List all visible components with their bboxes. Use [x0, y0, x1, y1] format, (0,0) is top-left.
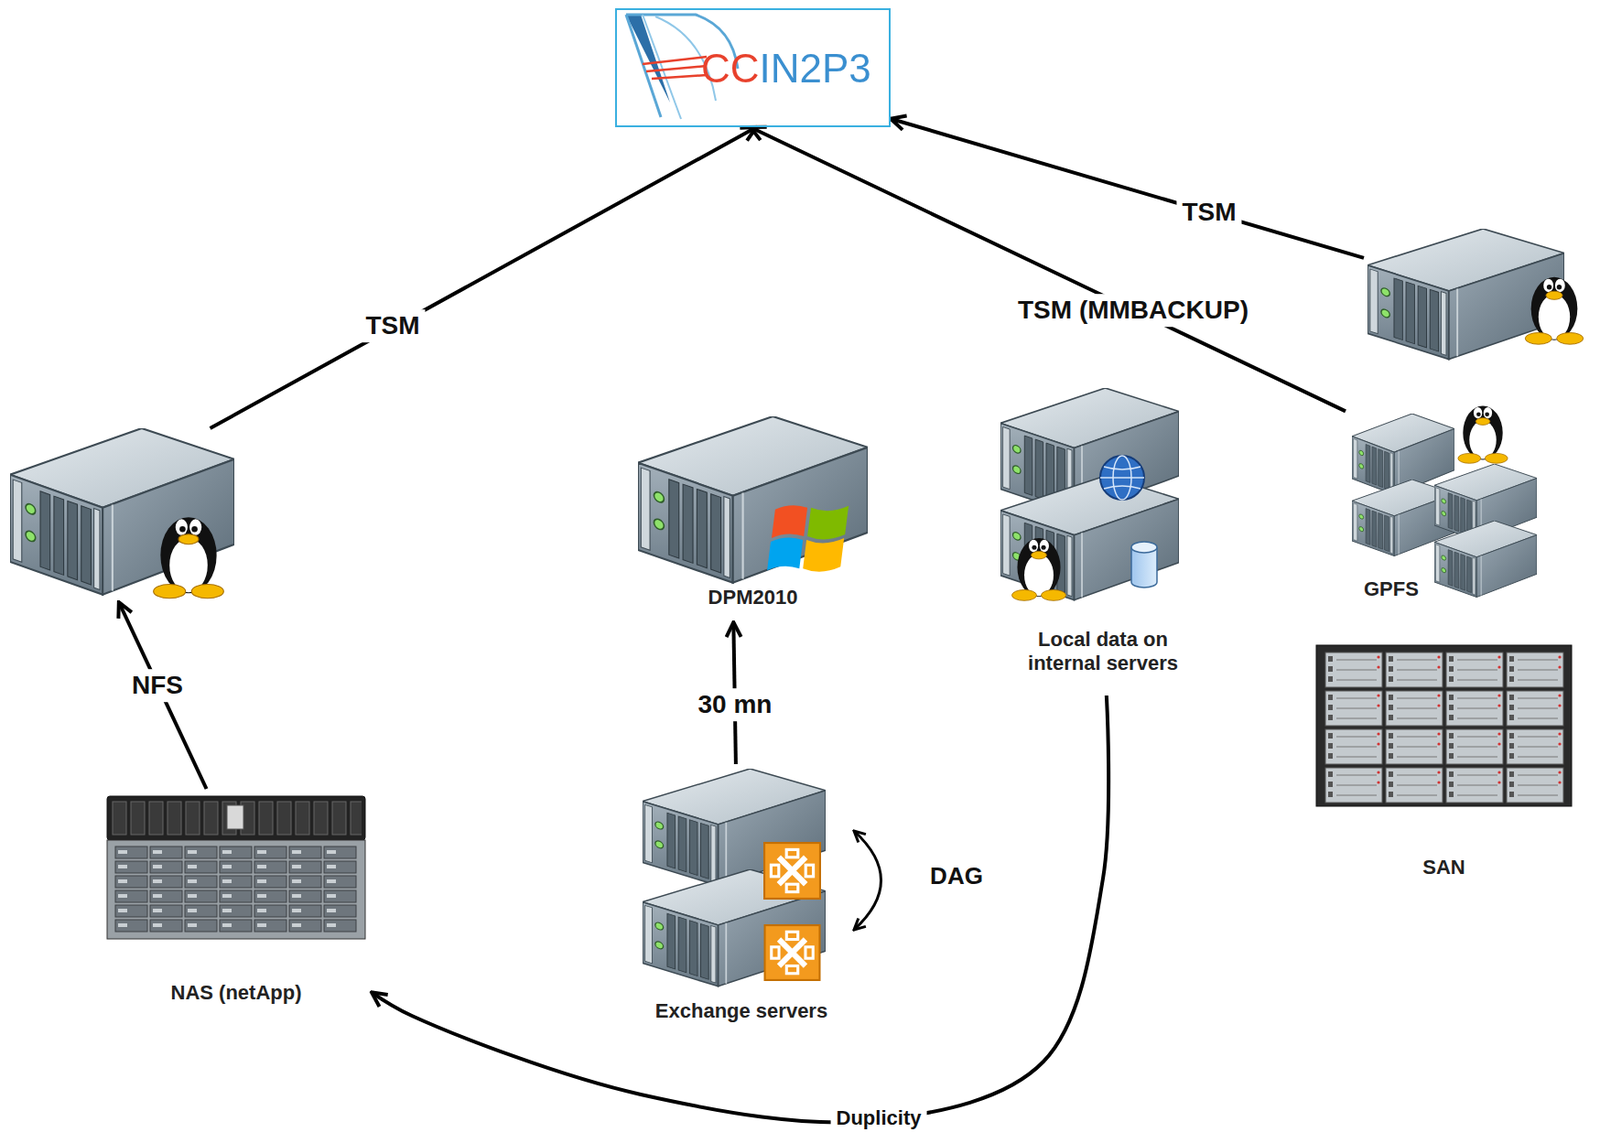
free-label: DAG: [924, 861, 989, 892]
connector-arrow: [118, 602, 207, 790]
linux-penguin: [1012, 538, 1067, 601]
internal-server: [1000, 475, 1179, 601]
gpfs-node: GPFS: [1345, 389, 1570, 614]
exchange-logo: [765, 925, 821, 981]
exchange-logo: [764, 843, 821, 899]
edge-label: Duplicity: [831, 1105, 928, 1132]
dpm-server-node: DPM2010: [631, 416, 875, 623]
nas-appliance: [107, 796, 366, 940]
connector-arrow: [890, 118, 1364, 259]
logo-box: CCIN2P3: [615, 8, 891, 128]
node-label: Exchange servers: [637, 999, 846, 1024]
globe-icon: [1100, 455, 1145, 500]
logo-text: CCIN2P3: [701, 44, 872, 94]
node-label: DPM2010: [637, 585, 869, 610]
node-label: SAN: [1314, 855, 1574, 880]
linux-penguin: [153, 517, 225, 599]
dag-arrow: [854, 831, 882, 930]
edge-label: TSM: [359, 309, 425, 343]
san-node: SAN: [1308, 640, 1579, 888]
internal-servers-node: Local data on internal servers: [983, 384, 1222, 696]
edge-label: 30 mn: [692, 688, 779, 722]
connector-arrow: [371, 695, 1109, 1123]
san-rack: [1316, 645, 1572, 807]
linux-penguin: [1524, 277, 1583, 345]
gpfs-server: [1434, 520, 1537, 598]
node-label: GPFS: [1363, 577, 1438, 602]
node-label: Local data on internal servers: [1006, 627, 1200, 677]
windows-logo: [767, 505, 849, 572]
dpm-server: [637, 416, 868, 584]
edge-label: TSM: [1176, 195, 1242, 229]
database-icon: [1131, 541, 1157, 588]
connector-arrow: [750, 127, 1346, 411]
nas-node: NAS (netApp): [100, 789, 372, 1014]
linux-server-node: [1363, 228, 1593, 367]
exchange-node: Exchange servers: [631, 764, 852, 1030]
linux-server-node: [10, 428, 235, 603]
connector-arrow: [210, 127, 757, 429]
node-label: NAS (netApp): [106, 981, 367, 1006]
linux-penguin: [1458, 405, 1508, 464]
edge-label: NFS: [126, 669, 189, 703]
edge-label: TSM (MMBACKUP): [1012, 293, 1255, 327]
